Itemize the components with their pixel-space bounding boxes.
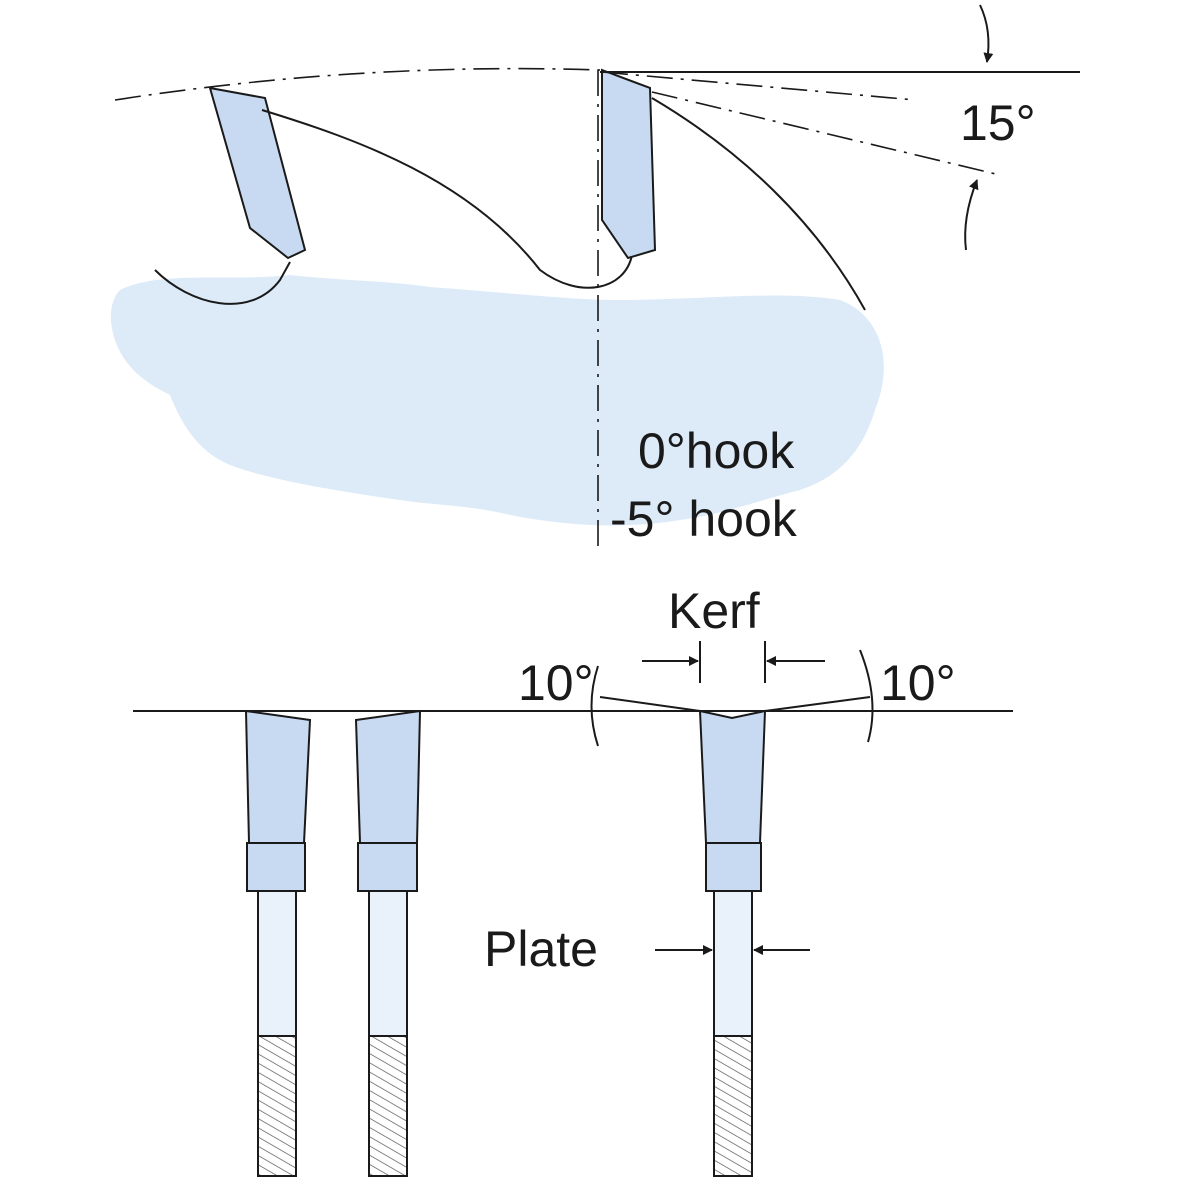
bevel-line-right [764,696,871,712]
tooth-left [208,86,307,260]
blade-outer-curve [651,97,866,311]
hook-line-15 [651,91,1001,176]
bevel-left-label: 10° [518,655,594,711]
angle-arrow-top [979,4,994,63]
tooth-center [601,68,657,260]
plate-label: Plate [484,921,598,977]
gullet-center [261,109,641,289]
bevel-line-left [599,696,701,712]
neg-hook-label: -5° hook [610,491,798,547]
hook-line-0 [601,71,916,101]
kerf-label: Kerf [668,583,760,639]
tooth-profile-right-bevel [354,709,422,1177]
gullet-left [154,261,291,305]
hook-angle-label: 15° [960,95,1036,151]
blade-rim-arc [114,67,601,101]
blade-body [110,275,884,526]
bevel-right-label: 10° [880,655,956,711]
tooth-profile-triple-chip [698,709,767,1177]
bevel-arc-left [590,665,599,747]
zero-hook-label: 0°hook [638,423,795,479]
tooth-profile-left-bevel [244,709,312,1177]
angle-arrow-bottom [964,179,979,251]
bevel-arc-right [859,649,874,743]
